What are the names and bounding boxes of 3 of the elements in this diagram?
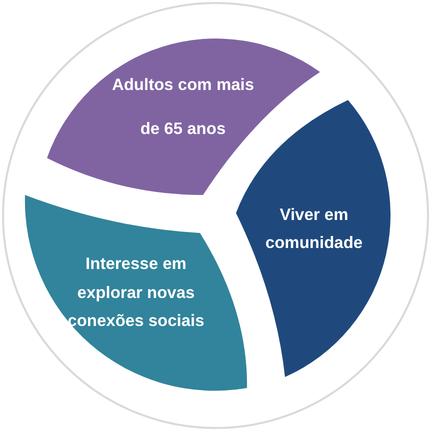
segment-label: Interesse em explorar novas conexões sociais xyxy=(66,254,206,332)
segment-label: Adultos com mais de 65 anos xyxy=(110,75,256,140)
segment-label: Viver em comunidade xyxy=(264,205,364,254)
